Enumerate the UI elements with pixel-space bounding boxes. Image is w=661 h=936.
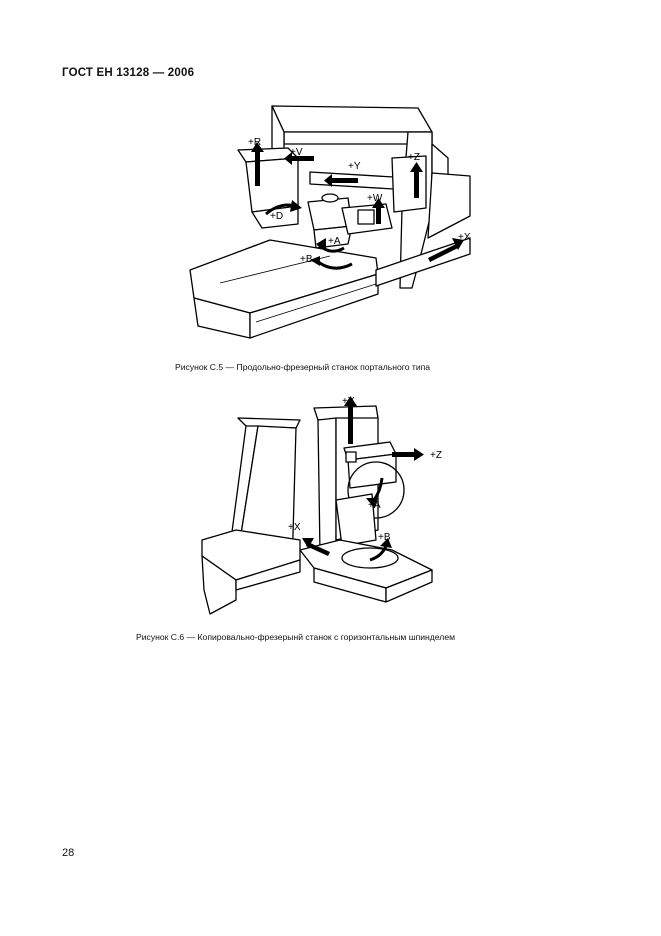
axis-label-x: +X bbox=[458, 232, 471, 243]
page-number: 28 bbox=[62, 847, 75, 859]
figure-c5-caption: Рисунок С.5 — Продольно-фрезерный станок… bbox=[175, 362, 431, 372]
figure-c5-drawing: +R +V +Y +Z +W +D +A +X +B bbox=[189, 105, 471, 339]
axis-label-y: +Y bbox=[342, 396, 355, 407]
axis-label-a: +A bbox=[328, 236, 341, 247]
axis-arrows bbox=[302, 396, 424, 562]
figure-c6-drawing: +Y +Z +A +X +B bbox=[201, 396, 442, 615]
figure-c6-caption: Рисунок С.6 — Копировально-фрезерынй ста… bbox=[136, 632, 456, 642]
axis-label-z: +Z bbox=[430, 450, 442, 461]
axis-arrows bbox=[251, 142, 464, 270]
copy-milling-machine-illustration bbox=[201, 405, 433, 615]
gantry-machine-illustration bbox=[189, 105, 471, 339]
axis-label-b: +B bbox=[378, 532, 391, 543]
document-header: ГОСТ ЕН 13128 — 2006 bbox=[62, 67, 195, 79]
axis-label-y: +Y bbox=[348, 161, 361, 172]
axis-label-d: +D bbox=[270, 211, 283, 222]
axis-label-v: +V bbox=[290, 147, 303, 158]
axis-label-a: +A bbox=[368, 500, 381, 511]
axis-label-z: +Z bbox=[408, 152, 420, 163]
axis-label-w: +W bbox=[367, 193, 383, 204]
axis-label-r: +R bbox=[248, 137, 261, 148]
axis-label-x: +X bbox=[288, 522, 301, 533]
axis-label-b: +B bbox=[300, 254, 313, 265]
